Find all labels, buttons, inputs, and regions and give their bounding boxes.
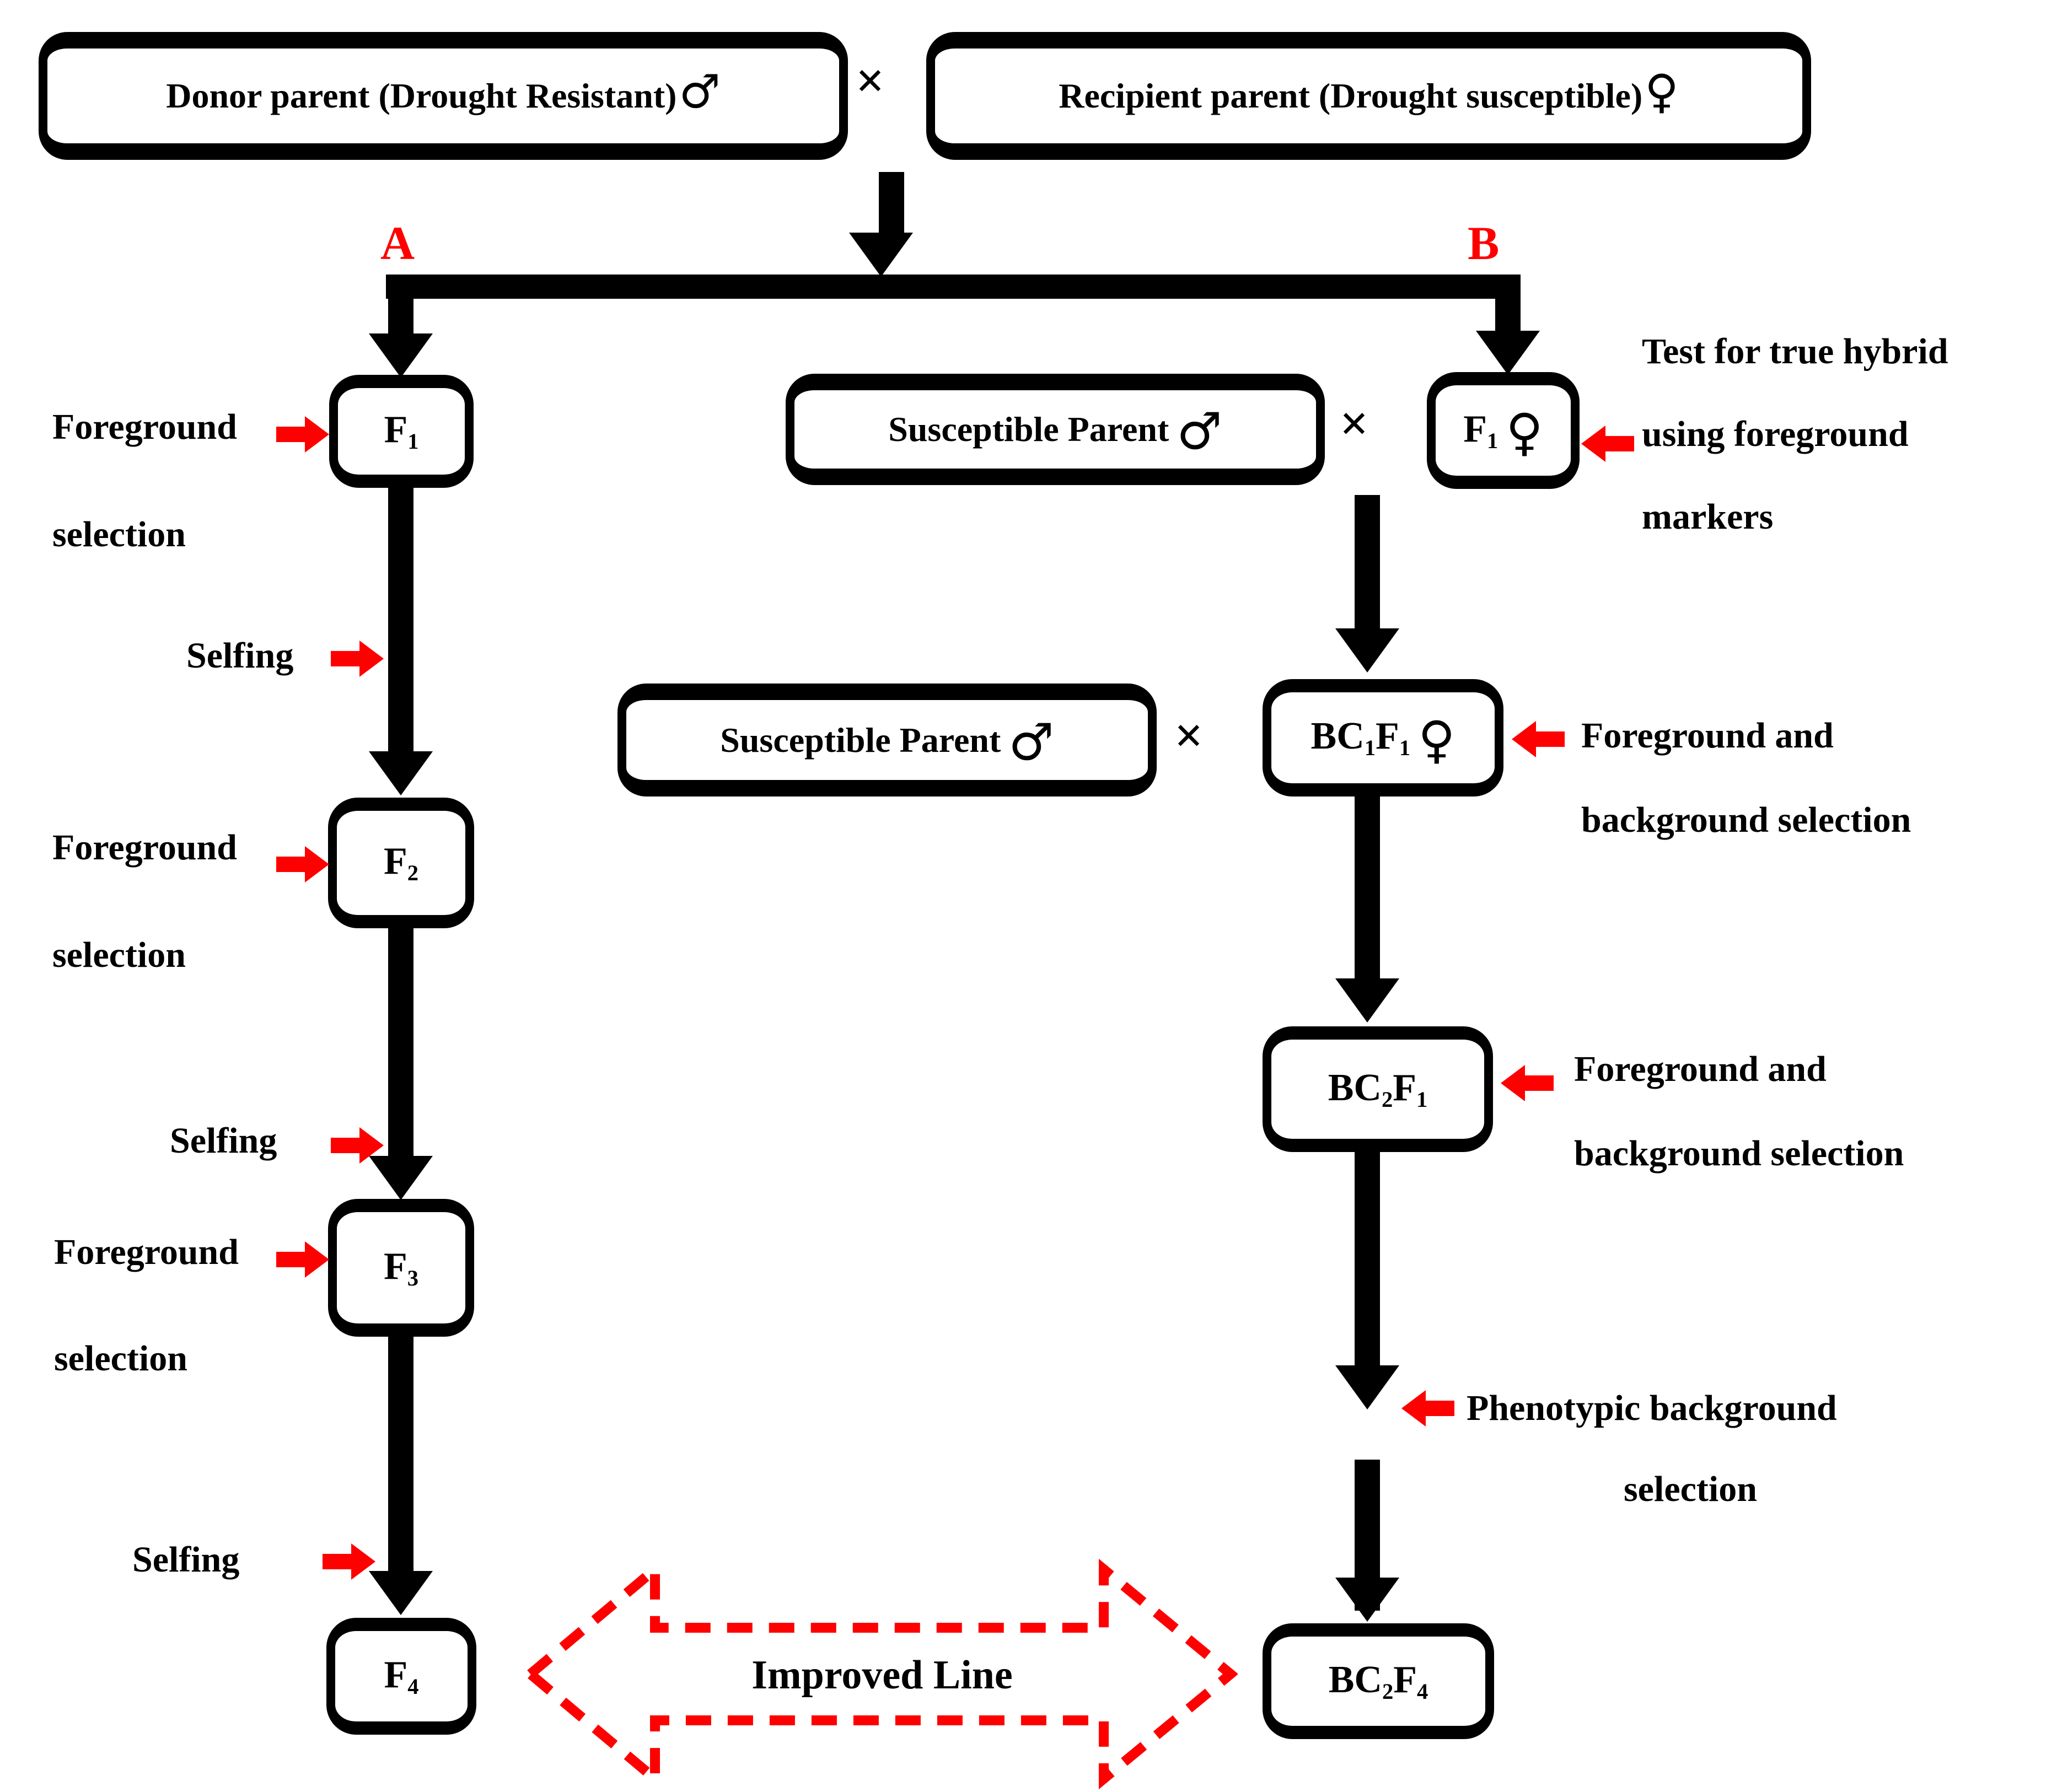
feed-arrow-head xyxy=(849,233,913,277)
arrow-bc2f1-down-shaft xyxy=(1355,1152,1380,1365)
branch-bar xyxy=(386,275,1521,299)
donor-parent-label: Donor parent (Drought Resistant) xyxy=(166,76,677,115)
f3-box: F3 xyxy=(328,1199,474,1337)
arrow-to-bc1f1-shaft xyxy=(1355,495,1380,628)
red-arrow-selfing-2-icon xyxy=(331,1127,384,1164)
feed-arrow-shaft xyxy=(879,172,904,234)
foreground-label-1: Foreground xyxy=(52,407,237,447)
donor-parent-box: Donor parent (Drought Resistant)♂ xyxy=(39,32,848,160)
bc1f1-box: BC1F1♀ xyxy=(1263,679,1503,797)
bc1f1-label: BC1F1 xyxy=(1311,715,1411,761)
hybrid-note-line-3: markers xyxy=(1642,497,1774,537)
f1-female-label: F1 xyxy=(1463,407,1499,454)
arrow-f2-f3-shaft xyxy=(388,928,413,1156)
cross-icon-row1: × xyxy=(1340,395,1369,451)
arrow-to-bc2f1-shaft xyxy=(1355,797,1380,978)
red-arrow-foreground-2-icon xyxy=(276,846,329,882)
f1-female-box: F1♀ xyxy=(1427,372,1580,489)
selfing-label-3: Selfing xyxy=(132,1540,240,1580)
improved-line-arrow-outline xyxy=(524,1558,1238,1790)
branch-label-b: B xyxy=(1468,217,1500,270)
red-arrow-fgbg-2-icon xyxy=(1501,1065,1554,1101)
selfing-label-1: Selfing xyxy=(186,636,294,676)
hybrid-note-line-1: Test for true hybrid xyxy=(1642,331,1948,372)
red-arrow-foreground-3-icon xyxy=(276,1241,329,1278)
selection-label-1: selection xyxy=(52,514,186,555)
susceptible-parent-box-1: Susceptible Parent♂ xyxy=(786,374,1325,485)
red-arrow-selfing-3-icon xyxy=(323,1543,375,1580)
improved-line-arrow: Improved Line xyxy=(524,1558,1238,1790)
fgbg-note-2-line-1: Foreground and xyxy=(1574,1049,1827,1089)
branch-label-a: A xyxy=(380,217,415,270)
foreground-label-2: Foreground xyxy=(52,827,237,868)
bc2f4-box: BC2F4 xyxy=(1263,1623,1494,1739)
arrow-f1-f2-head xyxy=(369,751,433,795)
f1-box: F1 xyxy=(329,375,474,488)
red-arrow-foreground-1-icon xyxy=(276,416,329,453)
recipient-parent-label: Recipient parent (Drought susceptible) xyxy=(1059,76,1643,115)
bc2f1-box: BC2F1 xyxy=(1263,1026,1493,1152)
f2-label: F2 xyxy=(383,840,419,886)
f4-box: F4 xyxy=(326,1618,476,1735)
selection-label-3: selection xyxy=(54,1338,187,1379)
branch-left-arrow-head xyxy=(369,333,433,378)
foreground-label-3: Foreground xyxy=(54,1232,239,1272)
branch-right-arrow-head xyxy=(1476,331,1540,375)
susceptible-parent-box-2: Susceptible Parent♂ xyxy=(617,684,1157,797)
arrow-f3-f4-head xyxy=(369,1571,433,1615)
bc2f4-label: BC2F4 xyxy=(1328,1658,1428,1704)
arrow-f1-f2-shaft xyxy=(388,488,413,751)
f3-label: F3 xyxy=(383,1245,419,1291)
susceptible-parent-label-2: Susceptible Parent xyxy=(720,720,1001,760)
hybrid-note-line-2: using foreground xyxy=(1642,414,1909,454)
fgbg-note-2-line-2: background selection xyxy=(1574,1133,1904,1174)
pheno-note-line-2: selection xyxy=(1624,1469,1757,1509)
branch-left-arrow-shaft xyxy=(388,298,413,336)
selection-label-2: selection xyxy=(52,935,186,975)
pheno-note-line-1: Phenotypic background xyxy=(1467,1388,1837,1428)
red-arrow-selfing-1-icon xyxy=(331,641,384,677)
fgbg-note-1-line-2: background selection xyxy=(1581,800,1911,840)
f2-box: F2 xyxy=(328,798,474,928)
recipient-parent-box: Recipient parent (Drought susceptible)♀ xyxy=(926,32,1811,160)
arrow-to-bc1f1-head xyxy=(1335,628,1399,672)
susceptible-parent-label-1: Susceptible Parent xyxy=(888,410,1169,449)
cross-icon-row2: × xyxy=(1174,707,1204,763)
red-arrow-hybrid-note-icon xyxy=(1581,426,1634,462)
fgbg-note-1-line-1: Foreground and xyxy=(1581,715,1834,756)
arrow-to-bc2f1-head xyxy=(1335,978,1399,1023)
improved-line-label: Improved Line xyxy=(751,1653,1013,1698)
branch-right-arrow-shaft xyxy=(1495,298,1521,333)
arrow-bc2f1-down-head xyxy=(1335,1365,1399,1409)
arrow-to-bc2f4-head xyxy=(1335,1578,1399,1622)
f1-label: F1 xyxy=(384,408,419,454)
selfing-label-2: Selfing xyxy=(170,1121,277,1161)
red-arrow-phenotypic-icon xyxy=(1401,1390,1454,1427)
cross-icon-top: × xyxy=(856,52,885,109)
arrow-f3-f4-shaft xyxy=(388,1337,413,1573)
red-arrow-fgbg-1-icon xyxy=(1512,721,1565,757)
f4-label: F4 xyxy=(384,1653,419,1699)
bc2f1-label: BC2F1 xyxy=(1328,1066,1428,1112)
